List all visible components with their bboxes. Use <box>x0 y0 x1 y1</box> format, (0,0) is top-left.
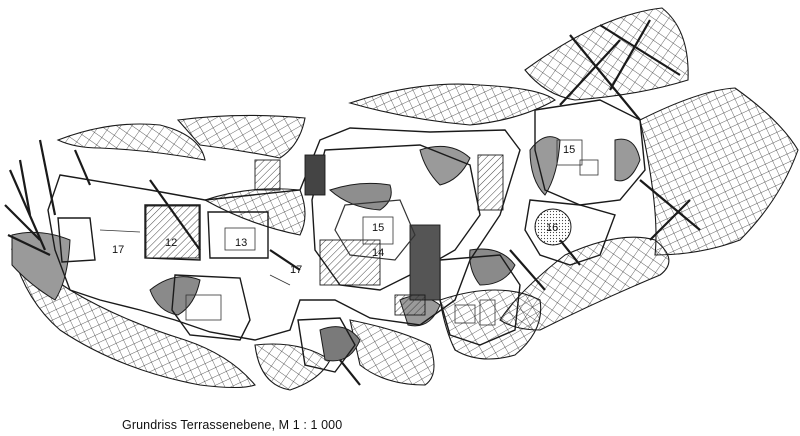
interior-details <box>99 139 599 326</box>
room-label-15a: 15 <box>372 222 384 234</box>
room-labels: 17 12 13 17 15 14 16 15 <box>112 144 575 276</box>
room-label-15b: 15 <box>563 144 575 156</box>
hatched-zones <box>145 154 504 316</box>
room-label-14: 14 <box>372 247 384 259</box>
room-label-13: 13 <box>235 237 247 249</box>
room-label-16: 16 <box>546 222 558 234</box>
drawing-caption: Grundriss Terrassenebene, M 1 : 1 000 <box>122 418 343 432</box>
room-label-17b: 17 <box>290 264 302 276</box>
room-label-17a: 17 <box>112 244 124 256</box>
wall-outlines <box>47 99 646 373</box>
room-label-12: 12 <box>165 237 177 249</box>
glass-shells <box>11 7 799 391</box>
structural-struts <box>4 19 701 386</box>
